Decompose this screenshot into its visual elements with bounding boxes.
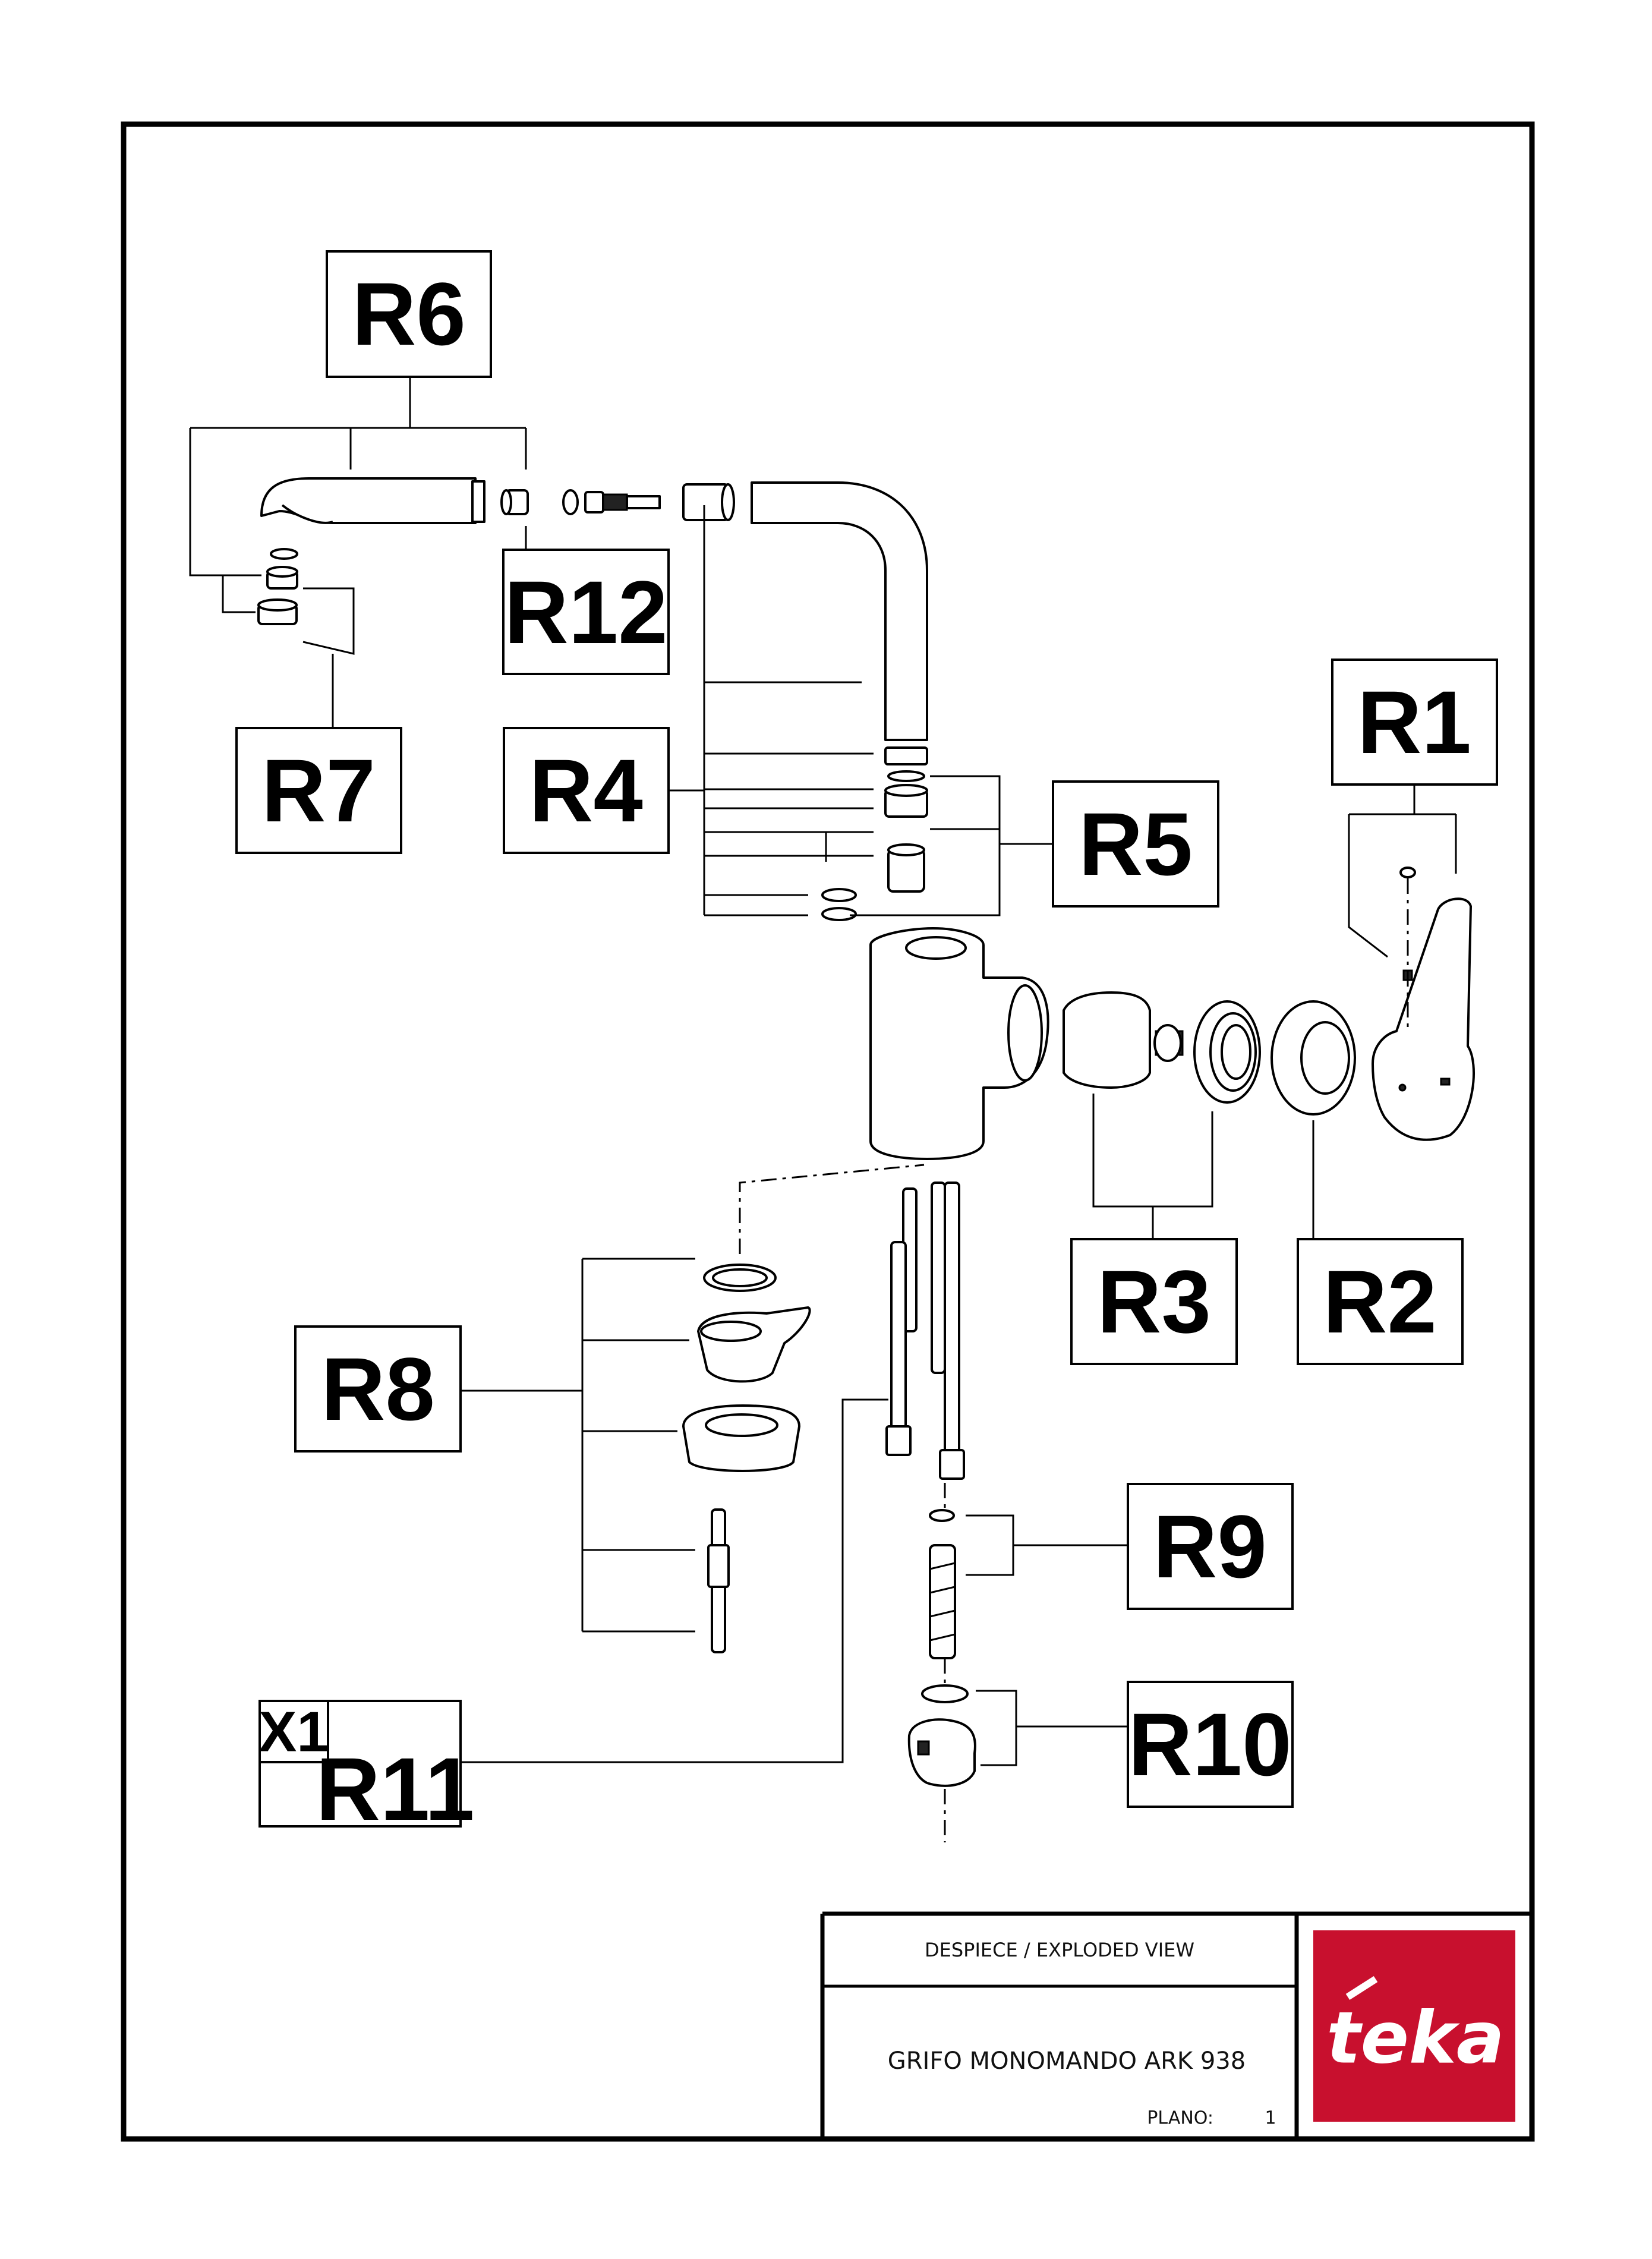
base-mount-parts — [682, 1264, 811, 1653]
cover-ring-part — [1270, 1000, 1356, 1116]
callout-r7: R7 — [235, 727, 402, 854]
leader-lines — [189, 377, 1457, 1766]
sheet-number: 1 — [1265, 2108, 1276, 2129]
callout-r4: R4 — [503, 727, 670, 854]
r11-quantity: X1 — [258, 1700, 328, 1764]
svg-text:R3: R3 — [1097, 1252, 1211, 1351]
swivel-pipe-part — [751, 481, 928, 741]
drawing-frame — [121, 121, 1535, 2142]
callout-r6: R6 — [326, 250, 492, 378]
callout-r10: R10 — [1127, 1681, 1294, 1808]
aerator-parts — [257, 548, 298, 625]
svg-text:R7: R7 — [261, 741, 376, 840]
spout-part — [260, 477, 485, 524]
svg-text:R5: R5 — [1079, 794, 1193, 894]
svg-text:R12: R12 — [504, 562, 667, 662]
hose-connector-parts — [500, 483, 735, 521]
lever-handle-part — [1372, 867, 1475, 1141]
pipe-seal-parts — [821, 746, 928, 921]
callout-r1: R1 — [1331, 659, 1498, 786]
svg-text:R6: R6 — [352, 264, 466, 364]
callout-r9: R9 — [1127, 1483, 1294, 1610]
cartridge-part — [1063, 991, 1184, 1089]
threaded-stud-parts — [929, 1509, 956, 1659]
svg-text:R11: R11 — [316, 1739, 475, 1839]
svg-text:teka: teka — [1326, 1998, 1505, 2080]
callout-r11: X1 R11 — [258, 1700, 474, 1839]
teka-logo: teka — [1313, 1930, 1515, 2122]
svg-text:R4: R4 — [529, 741, 643, 840]
sheet-label: PLANO: — [1147, 2108, 1213, 2129]
svg-text:R1: R1 — [1357, 672, 1471, 772]
view-title: DESPIECE / EXPLODED VIEW — [925, 1939, 1194, 1961]
svg-text:R9: R9 — [1153, 1496, 1267, 1596]
assembly-axis-lines — [739, 1164, 946, 1685]
callout-r3: R3 — [1070, 1238, 1238, 1365]
flexible-hoses-part — [885, 1182, 965, 1480]
svg-text:R2: R2 — [1323, 1252, 1437, 1351]
locking-nut-part — [1193, 1000, 1261, 1104]
callout-r5: R5 — [1052, 780, 1219, 908]
svg-text:R10: R10 — [1128, 1694, 1291, 1794]
callout-r12: R12 — [502, 549, 670, 675]
title-block: DESPIECE / EXPLODED VIEW GRIFO MONOMANDO… — [820, 1911, 1532, 2139]
product-name: GRIFO MONOMANDO ARK 938 — [888, 2047, 1246, 2075]
callout-r8: R8 — [294, 1325, 462, 1453]
tap-body-part — [869, 927, 1049, 1160]
svg-text:R8: R8 — [321, 1339, 435, 1439]
fixing-bracket-parts — [907, 1684, 976, 1842]
callout-r2: R2 — [1297, 1238, 1464, 1365]
